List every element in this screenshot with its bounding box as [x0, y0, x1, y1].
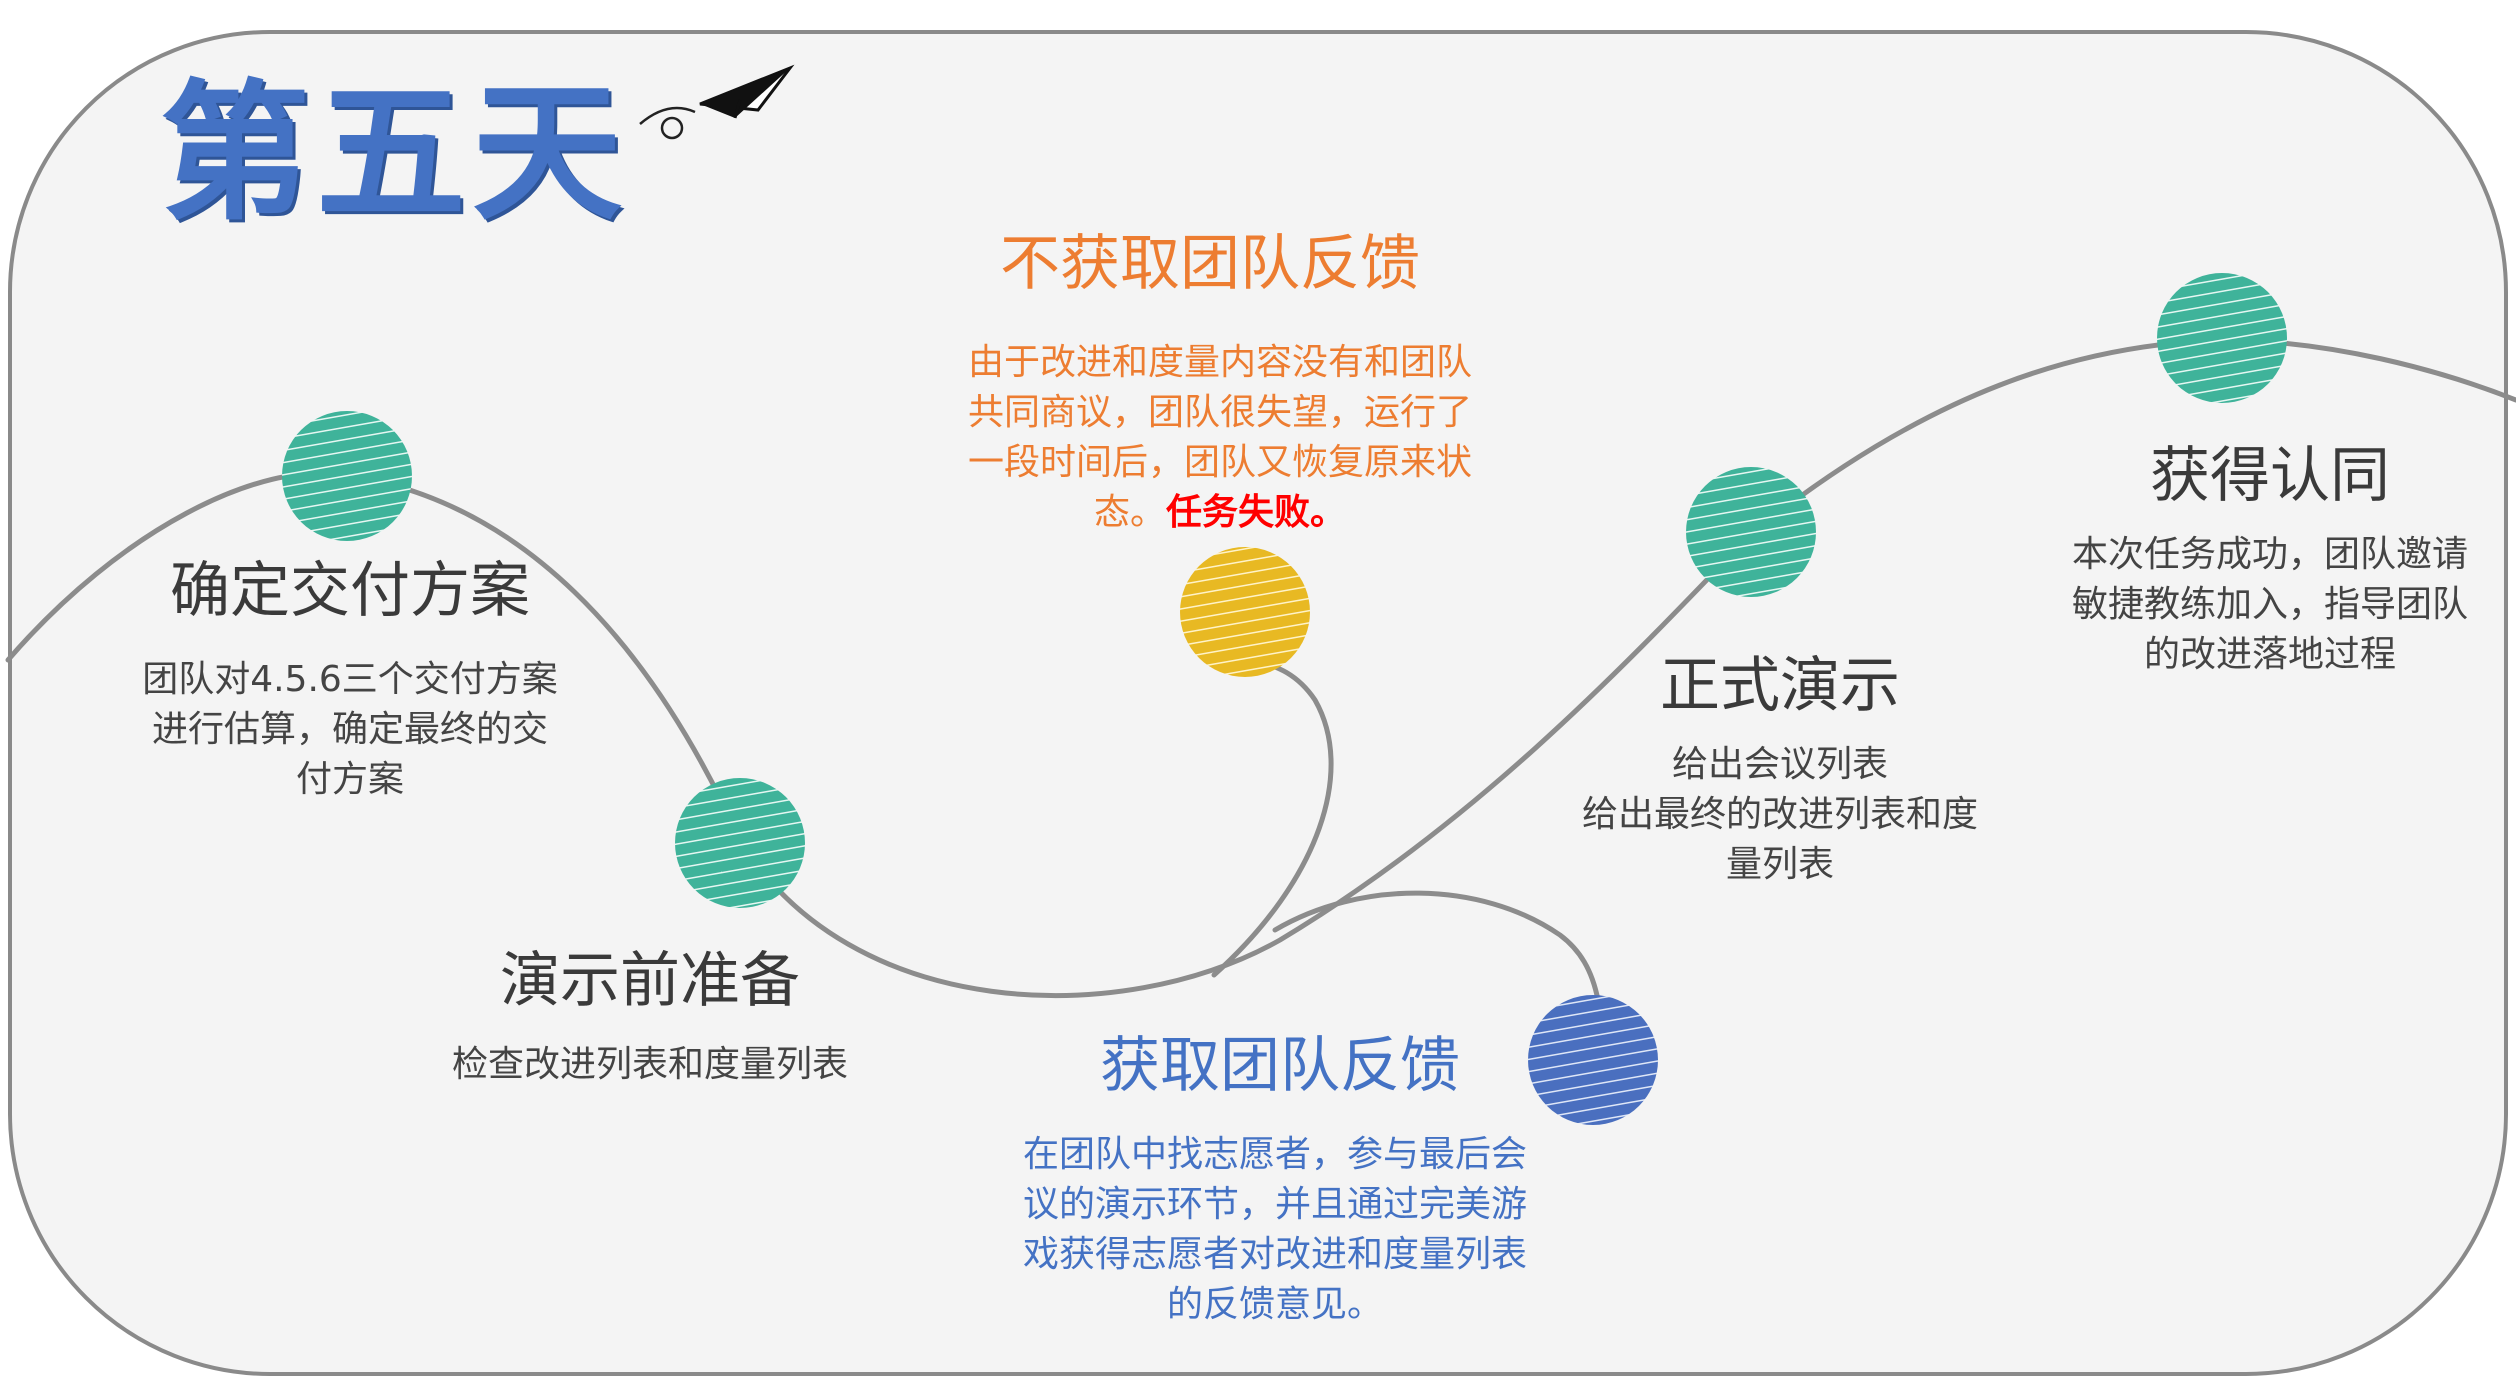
step-title-define-plan: 确定交付方案 — [170, 556, 530, 626]
branch-curve-feedback — [1272, 890, 1601, 1003]
paper-plane-icon — [639, 64, 795, 140]
branch-curve-fail — [1211, 657, 1334, 978]
step-title-formal-demo: 正式演示 — [1660, 651, 1900, 721]
node-define-plan — [282, 411, 412, 541]
page-title: 第五天 — [160, 67, 629, 241]
step-desc-prepare-demo: 检查改进列表和度量列表 — [451, 1044, 848, 1085]
step-desc-get-feedback: 在团队中找志愿者，参与最后会 议的演示环节，并且通过完美游 戏获得志愿者对改进和… — [1022, 1134, 1527, 1325]
node-no-feedback — [1180, 547, 1310, 677]
step-desc-formal-demo: 给出会议列表 给出最终的改进列表和度 量列表 — [1581, 744, 1978, 885]
node-get-feedback — [1528, 995, 1658, 1125]
mission-failed-label: 任务失败。 — [1166, 492, 1347, 533]
node-formal-demo — [1686, 467, 1816, 597]
step-title-recognition: 获得认同 — [2150, 441, 2390, 511]
step-desc-no-feedback: 由于改进和度量内容没有和团队 共同商议，团队很失望，运行了 一段时间后，团队又恢… — [935, 338, 1505, 538]
node-recognition — [2157, 273, 2287, 403]
node-prepare-demo — [675, 778, 805, 908]
frame — [8, 30, 2508, 1376]
step-title-prepare-demo: 演示前准备 — [500, 946, 800, 1016]
step-title-get-feedback: 获取团队反馈 — [1100, 1031, 1460, 1101]
step-desc-recognition: 本次任务成功，团队邀请 敏捷教练加入，指导团队 的改进落地过程 — [2071, 534, 2468, 675]
step-title-no-feedback: 不获取团队反馈 — [1000, 229, 1420, 299]
step-desc-no-feedback-text: 由于改进和度量内容没有和团队 共同商议，团队很失望，运行了 一段时间后，团队又恢… — [967, 342, 1472, 533]
step-desc-define-plan: 团队对4.5.6三个交付方案 进行估算，确定最终的交 付方案 — [142, 659, 558, 800]
